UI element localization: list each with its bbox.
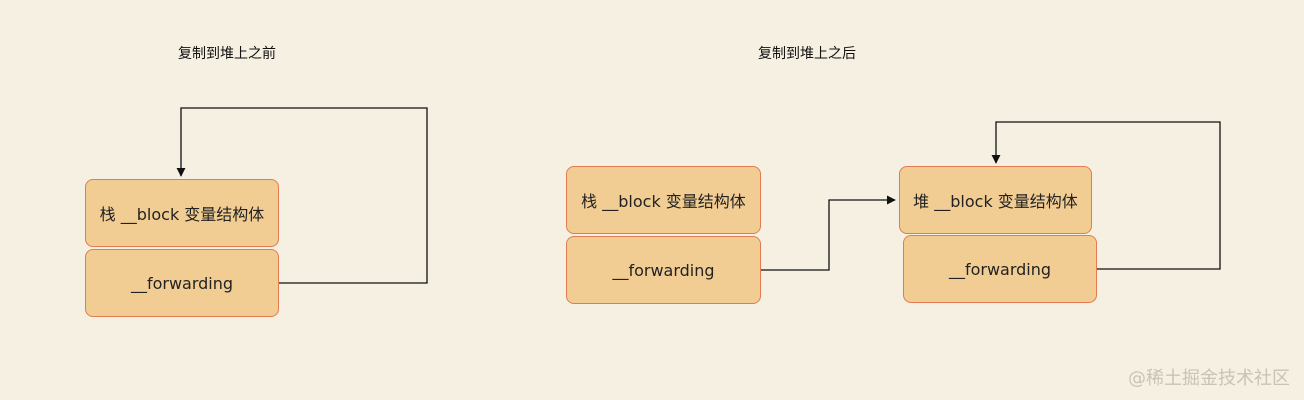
after-heap-forwarding-field: __forwarding	[903, 235, 1097, 303]
before-stack-block-struct: 栈 __block 变量结构体	[85, 179, 279, 247]
after-stack-forwarding-field: __forwarding	[566, 236, 761, 304]
after-heap-forwarding-label: __forwarding	[948, 259, 1052, 279]
after-heap-block-struct-label: 堆 __block 变量结构体	[913, 192, 1078, 211]
before-stack-block-struct-label: 栈 __block 变量结构体	[99, 205, 265, 224]
before-forwarding-field: __forwarding	[85, 249, 279, 317]
after-stack-forwarding-label: __forwarding	[612, 260, 715, 280]
before-forwarding-label: __forwarding	[130, 273, 234, 293]
after-stack-block-struct-label: 栈 __block 变量结构体	[581, 192, 746, 211]
caption-after-copy: 复制到堆上之后	[758, 46, 856, 62]
stack-to-heap-forwarding-arrow	[761, 195, 896, 271]
after-heap-block-struct: 堆 __block 变量结构体	[899, 166, 1092, 234]
watermark: @稀土掘金技术社区	[1128, 368, 1290, 389]
caption-before-copy: 复制到堆上之前	[178, 46, 276, 62]
after-stack-block-struct: 栈 __block 变量结构体	[566, 166, 761, 234]
